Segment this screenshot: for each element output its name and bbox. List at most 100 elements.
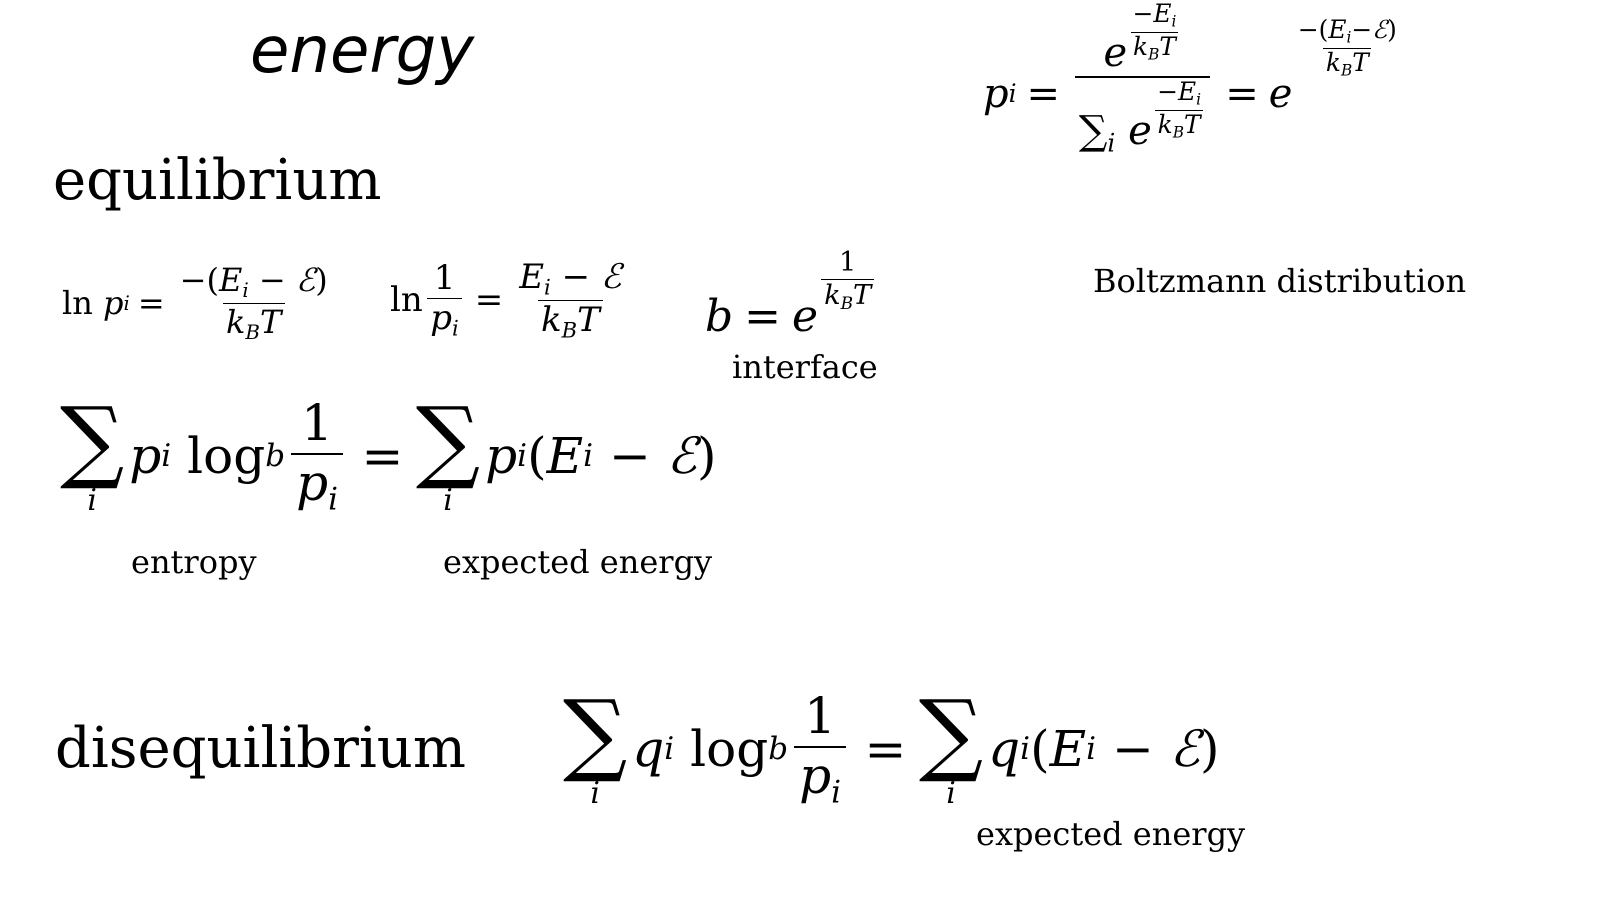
summation: ∑i <box>918 681 984 812</box>
symbol: ( <box>527 427 547 486</box>
symbol: e <box>1103 30 1128 76</box>
symbol: B <box>561 316 578 342</box>
symbol: ) <box>697 427 717 486</box>
symbol: i <box>664 731 675 768</box>
symbol: p <box>485 427 518 486</box>
symbol: i <box>1107 128 1116 158</box>
symbol: log <box>187 427 266 486</box>
symbol: i <box>1008 79 1017 109</box>
symbol: = <box>744 291 782 342</box>
symbol: p <box>103 284 124 323</box>
symbol: ℰ <box>600 257 622 297</box>
symbol: B <box>245 320 260 344</box>
symbol: e <box>1128 108 1152 154</box>
symbol: q <box>632 720 665 779</box>
symbol: k <box>1133 31 1149 61</box>
heading-disequilibrium: disequilibrium <box>55 716 466 781</box>
symbol: B <box>840 292 854 313</box>
symbol: i <box>831 773 841 810</box>
summation: ∑i <box>415 388 481 519</box>
entropy-label: entropy <box>131 543 257 581</box>
symbol: i <box>123 291 130 315</box>
symbol: T <box>1352 47 1369 77</box>
symbol: i <box>328 480 338 517</box>
symbol: = <box>361 427 404 486</box>
symbol: k <box>824 279 841 311</box>
symbol: = <box>137 284 165 323</box>
symbol: i <box>1020 731 1031 768</box>
symbol: B <box>1148 45 1160 64</box>
symbol: p <box>983 70 1009 117</box>
symbol: ℰ <box>666 427 698 486</box>
symbol: k <box>540 299 562 340</box>
symbol: k <box>226 302 246 341</box>
symbol: E <box>218 261 243 299</box>
symbol: − <box>179 261 207 299</box>
slide-title: energy <box>250 14 475 88</box>
symbol: k <box>1157 109 1173 139</box>
symbol: ) <box>315 261 328 299</box>
symbol: i <box>161 438 172 475</box>
symbol: ℰ <box>1372 15 1388 45</box>
symbol: − <box>1132 0 1154 29</box>
symbol: T <box>1159 31 1176 61</box>
symbol: i <box>544 274 551 300</box>
symbol: i <box>1346 29 1352 48</box>
symbol: − <box>1297 15 1319 45</box>
symbol: − <box>1157 77 1178 107</box>
symbol: E <box>1328 15 1347 45</box>
symbol: T <box>259 302 282 341</box>
symbol: − <box>608 427 651 486</box>
symbol: e <box>792 291 819 342</box>
symbol: i <box>1196 90 1201 109</box>
symbol: log <box>690 720 769 779</box>
symbol: E <box>1049 720 1087 779</box>
symbol: p <box>129 427 162 486</box>
symbol: i <box>517 438 528 475</box>
symbol: i <box>452 315 459 341</box>
symbol: ) <box>1387 15 1397 45</box>
symbol: − <box>1351 15 1373 45</box>
symbol: T <box>1183 109 1201 139</box>
symbol: i <box>1086 731 1097 768</box>
expected-energy-label: expected energy <box>443 543 713 581</box>
symbol: E <box>1153 0 1172 29</box>
symbol: ln <box>390 280 423 321</box>
symbol: = <box>1026 70 1061 117</box>
symbol: − <box>561 257 591 297</box>
symbol: B <box>1172 123 1184 142</box>
symbol: e <box>1268 70 1293 117</box>
symbol: E <box>519 257 545 297</box>
symbol: T <box>853 279 872 311</box>
symbol: ( <box>1318 15 1329 45</box>
symbol: ln <box>62 284 93 323</box>
symbol: E <box>1177 77 1197 107</box>
symbol: E <box>546 427 584 486</box>
symbol: p <box>296 453 329 512</box>
symbol: ( <box>1030 720 1050 779</box>
summation: ∑i <box>60 388 125 519</box>
fraction: −(Ei − ℰ)kBT <box>176 262 330 345</box>
interface-label: interface <box>732 348 878 386</box>
symbol: ℰ <box>295 261 316 299</box>
symbol: − <box>1111 720 1154 779</box>
symbol: i <box>242 278 249 302</box>
symbol: = <box>1225 70 1259 117</box>
symbol: B <box>1340 61 1353 80</box>
symbol: = <box>864 720 907 779</box>
heading-equilibrium: equilibrium <box>53 148 382 213</box>
symbol: p <box>430 298 453 339</box>
symbol: = <box>474 280 504 321</box>
symbol: ℰ <box>1169 720 1201 779</box>
